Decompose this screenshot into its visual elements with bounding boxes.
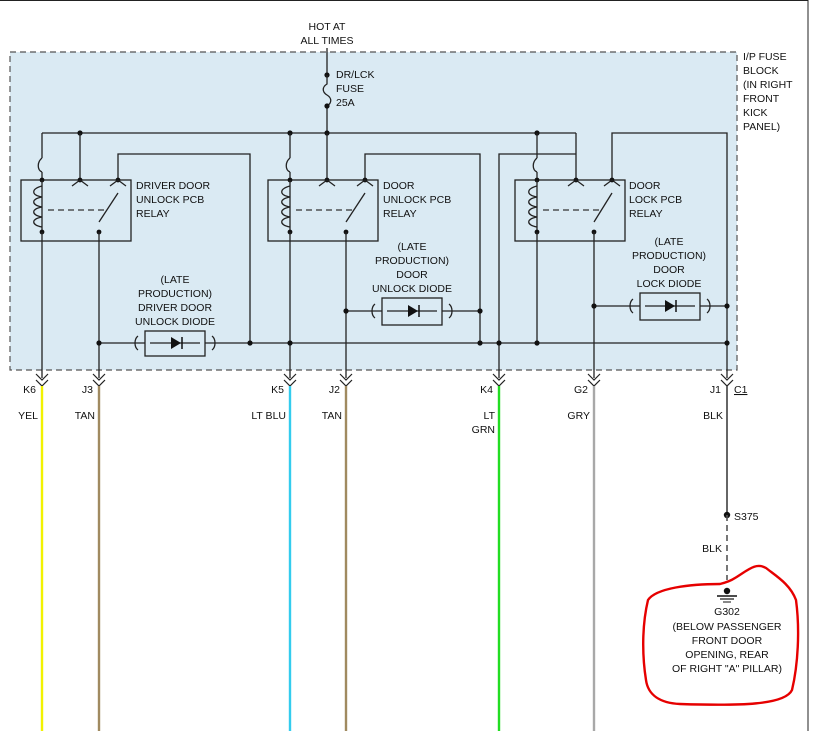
diode-2-label-2: PRODUCTION) — [375, 255, 449, 267]
relay-3-feed-wire — [498, 153, 576, 343]
wire-color-label-g2: GRY — [567, 410, 590, 422]
splice-label: S375 — [734, 511, 759, 523]
fuse-block-outline — [9, 51, 738, 371]
relay-1-label-3: RELAY — [136, 208, 170, 220]
pin-label-k4: K4 — [480, 384, 493, 396]
fuse-block-label-2: BLOCK — [743, 65, 779, 77]
relay-1-label-2: UNLOCK PCB — [136, 194, 204, 206]
pin-label-k5: K5 — [271, 384, 284, 396]
relay-driver-door-unlock: DRIVER DOOR UNLOCK PCB RELAY — [20, 133, 251, 343]
diode-1-label-3: DRIVER DOOR — [138, 302, 213, 314]
fuse-terminal-bottom — [324, 103, 330, 109]
fuse-label-3: 25A — [336, 97, 355, 109]
wire-color-label-k6: YEL — [18, 410, 38, 422]
diode-1-label-2: PRODUCTION) — [138, 288, 212, 300]
fuse-block-label-5: KICK — [743, 107, 768, 119]
ground-icon — [717, 595, 737, 603]
diode-1-icon — [171, 337, 181, 349]
fuse-block-label-1: I/P FUSE — [743, 51, 787, 63]
relay-2-box — [267, 179, 379, 242]
fuse-block-label-3: (IN RIGHT — [743, 79, 793, 91]
pin-label-j2: J2 — [329, 384, 340, 396]
wire-color-label-j1: BLK — [703, 410, 723, 422]
diode-2-icon — [408, 305, 418, 317]
ground-desc-1: (BELOW PASSENGER — [673, 621, 782, 633]
pin-label-k6: K6 — [23, 384, 36, 396]
ground-desc-4: OF RIGHT "A" PILLAR) — [672, 663, 782, 675]
diode-driver-door-unlock: (LATE PRODUCTION) DRIVER DOOR UNLOCK DIO… — [134, 274, 216, 357]
diode-door-lock: (LATE PRODUCTION) DOOR LOCK DIODE — [591, 236, 730, 321]
ground-id: G302 — [714, 606, 740, 618]
diode-3-icon — [665, 300, 675, 312]
ground-desc-3: OPENING, REAR — [685, 649, 769, 661]
diode-3-label-2: PRODUCTION) — [632, 250, 706, 262]
diode-3-label-4: LOCK DIODE — [637, 278, 702, 290]
relay-1-label-1: DRIVER DOOR — [136, 180, 211, 192]
diode-1-label-1: (LATE — [161, 274, 190, 286]
relay-door-lock: DOOR LOCK PCB RELAY — [514, 132, 728, 306]
fuse-icon — [322, 75, 332, 133]
fuse-label-2: FUSE — [336, 83, 364, 95]
pin-label-j3: J3 — [82, 384, 93, 396]
diode-1-label-4: UNLOCK DIODE — [135, 316, 215, 328]
diode-2-label-1: (LATE — [398, 241, 427, 253]
power-label-2: ALL TIMES — [300, 35, 353, 47]
ground-wire-color-label: BLK — [702, 543, 722, 555]
wire-color-label-k4: LT — [484, 410, 496, 422]
relay-2-label-1: DOOR — [383, 180, 415, 192]
relay-3-label-2: LOCK PCB — [629, 194, 682, 206]
pin-label-j1: J1 — [710, 384, 721, 396]
highlight-circle — [642, 564, 800, 706]
wire-color-label-k5: LT BLU — [251, 410, 286, 422]
fuse-block-label-6: PANEL) — [743, 121, 780, 133]
relay-3-label-3: RELAY — [629, 208, 663, 220]
relay-1-box — [20, 179, 132, 242]
ground-terminal — [723, 587, 731, 595]
wire-color-label-j2: TAN — [322, 410, 342, 422]
wire-color-label-j3: TAN — [75, 410, 95, 422]
ground-desc-2: FRONT DOOR — [692, 635, 763, 647]
wire-color-label-2-k4: GRN — [472, 424, 495, 436]
diode-3-label-3: DOOR — [653, 264, 685, 276]
diode-door-unlock: (LATE PRODUCTION) DOOR UNLOCK DIODE — [343, 241, 483, 326]
diode-3-label-1: (LATE — [655, 236, 684, 248]
diode-2-label-3: DOOR — [396, 269, 428, 281]
relay-3-box — [514, 179, 626, 242]
diode-2-label-4: UNLOCK DIODE — [372, 283, 452, 295]
relay-door-unlock: DOOR UNLOCK PCB RELAY — [267, 133, 481, 343]
relay-2-label-2: UNLOCK PCB — [383, 194, 451, 206]
power-label-1: HOT AT — [309, 21, 347, 33]
fuse-label-1: DR/LCK — [336, 69, 375, 81]
fuse-block-label-4: FRONT — [743, 93, 780, 105]
connector-label: C1 — [734, 384, 748, 396]
pin-label-g2: G2 — [574, 384, 588, 396]
relay-3-label-1: DOOR — [629, 180, 661, 192]
relay-2-label-3: RELAY — [383, 208, 417, 220]
